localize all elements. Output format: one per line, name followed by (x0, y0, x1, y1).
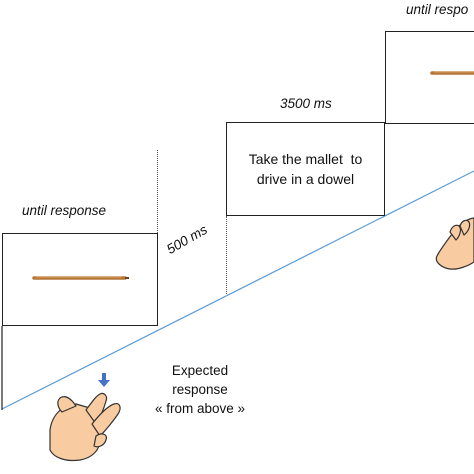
instruction-line-1: Take the mallet to (248, 151, 363, 167)
expected-response-line-2: response (172, 382, 228, 397)
screen3-duration-label: until respo (406, 2, 469, 17)
wooden-stick-icon (430, 71, 474, 75)
instruction-text: Take the mallet to drive in a dowel (227, 149, 384, 189)
screen2-duration-label: 3500 ms (280, 96, 332, 111)
stimulus-screen-1 (2, 233, 158, 326)
instruction-line-2: drive in a dowel (256, 171, 355, 187)
interval-divider-2 (226, 216, 227, 294)
interval-divider-1 (157, 150, 158, 233)
expected-response-label: Expected response « from above » (138, 361, 262, 418)
expected-response-line-3: « from above » (154, 401, 246, 416)
stimulus-screen-2 (385, 31, 474, 124)
wooden-stick-icon (32, 276, 129, 280)
timeline-line (1, 170, 474, 410)
instruction-screen: Take the mallet to drive in a dowel (226, 122, 385, 216)
screen1-duration-label: until response (22, 203, 107, 218)
expected-response-line-1: Expected (171, 363, 229, 378)
